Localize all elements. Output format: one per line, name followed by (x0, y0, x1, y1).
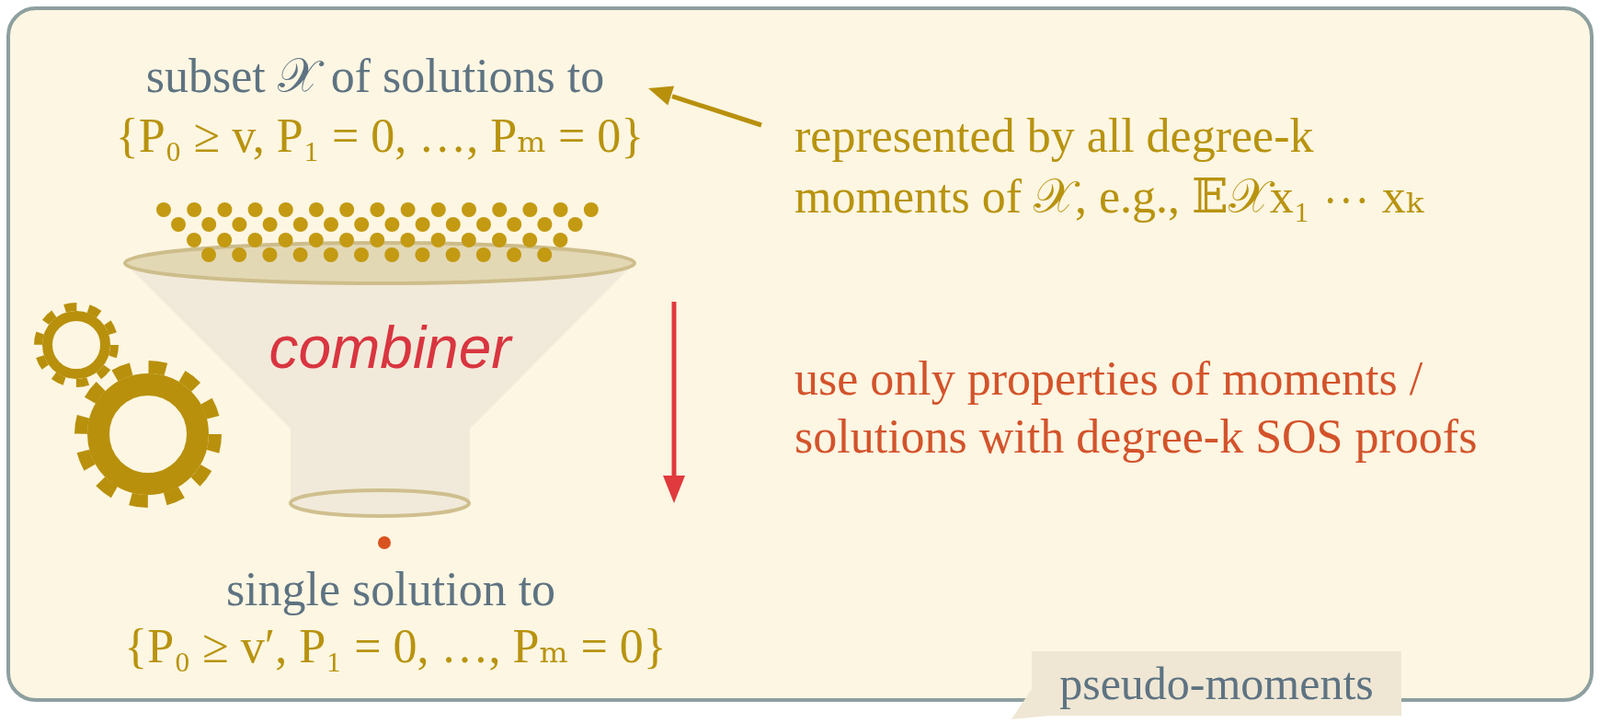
funnel-rim (125, 242, 635, 284)
solution-dot (354, 217, 369, 232)
pointer-arrow (648, 86, 762, 126)
solution-dot (537, 247, 552, 263)
solution-dot (171, 217, 186, 232)
solution-dot (553, 202, 569, 218)
callout-text: pseudo-moments (1059, 651, 1374, 716)
solution-dot (445, 217, 461, 232)
solution-dot (537, 217, 552, 232)
solution-dot (384, 247, 400, 263)
solution-dot (583, 202, 599, 218)
solution-dot (506, 217, 522, 232)
solution-dot (476, 247, 492, 263)
solution-dot (186, 202, 202, 218)
solution-dot (156, 202, 172, 218)
frame-border (8, 8, 1592, 700)
solution-dot (339, 202, 355, 218)
solution-dot (400, 202, 416, 218)
pseudo-moments-callout: pseudo-moments (1031, 651, 1402, 716)
solution-dot (491, 232, 507, 248)
solution-dot (231, 217, 247, 232)
solution-dot (323, 247, 339, 263)
solution-dot (354, 247, 369, 263)
solution-dot (323, 217, 339, 232)
solution-dot (278, 232, 294, 248)
solution-dot (308, 232, 324, 248)
solution-dot (522, 202, 538, 218)
solution-dot (522, 232, 538, 248)
solution-dot (231, 247, 247, 263)
solution-dot (217, 232, 232, 248)
solution-dot (461, 232, 477, 248)
solution-dot (201, 247, 217, 263)
solution-dot (201, 217, 217, 232)
funnel-outlet (290, 490, 469, 516)
solution-dot (369, 232, 385, 248)
solution-dot (552, 232, 568, 248)
solution-dot (186, 232, 202, 248)
solution-dot (415, 217, 431, 232)
solution-dot (293, 247, 309, 263)
solution-dot (414, 247, 430, 263)
solution-dot (431, 232, 446, 248)
solution-dot (476, 217, 492, 232)
set-heading: subset 𝒳 of solutions to (146, 45, 606, 107)
solution-dot (461, 202, 477, 218)
solution-dot (248, 202, 263, 218)
solution-dot (369, 202, 385, 218)
result-heading: single solution to (226, 559, 556, 620)
constraint-formula: {P₀ ≥ v, P₁ = 0, …, Pₘ = 0} (115, 105, 645, 167)
funnel-body (125, 262, 635, 503)
small-gear (38, 307, 115, 384)
solution-dot (262, 247, 277, 263)
result-formula: {P₀ ≥ v′, P₁ = 0, …, Pₘ = 0} (124, 616, 666, 677)
moment-note: represented by all degree-k moments of 𝒳… (794, 105, 1457, 228)
callout-tail (1031, 651, 1033, 652)
solution-dot (506, 247, 522, 263)
solution-dot (278, 202, 294, 218)
solution-dot (568, 217, 583, 232)
sos-note: use only properties of moments / solutio… (794, 349, 1540, 466)
solution-dot (491, 202, 507, 218)
flow-arrow (662, 301, 686, 503)
solution-dot (247, 232, 263, 248)
solution-dot (262, 217, 278, 232)
large-gear (80, 366, 216, 502)
solution-dot (339, 232, 355, 248)
solution-dot (384, 217, 400, 232)
combiner-title: combiner (268, 313, 511, 382)
solution-dot (400, 232, 415, 248)
solution-dot (308, 202, 324, 218)
solution-dot (445, 247, 461, 263)
solution-dot (431, 202, 446, 218)
solution-dot (293, 217, 309, 232)
output-dot (377, 536, 391, 549)
combiner-funnel: combiner (110, 197, 653, 520)
solution-dot (217, 202, 232, 218)
